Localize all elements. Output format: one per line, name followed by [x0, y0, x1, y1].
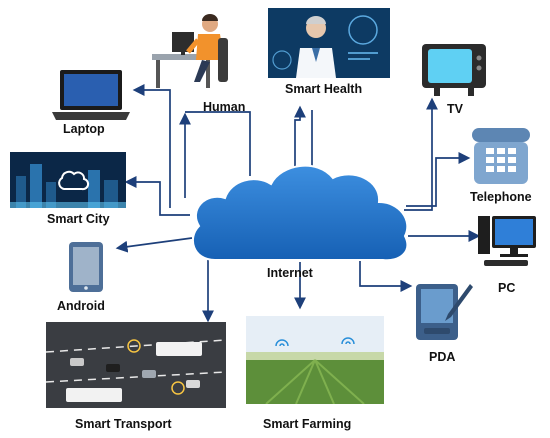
tv-label: TV — [447, 102, 463, 116]
link-smart-city — [124, 176, 190, 216]
link-pda — [359, 255, 413, 292]
pc-label: PC — [498, 281, 516, 295]
android-label: Android — [57, 299, 105, 313]
pda-label: PDA — [429, 350, 456, 364]
human-at-desk-icon — [152, 14, 228, 88]
farm-field-icon — [246, 316, 384, 404]
telephone-icon — [472, 128, 530, 184]
link-tv — [404, 97, 438, 211]
doctor-icon — [268, 8, 390, 78]
city-icon — [10, 152, 126, 208]
telephone-label: Telephone — [470, 190, 532, 204]
pda-icon — [416, 284, 473, 340]
laptop-icon — [52, 70, 130, 120]
smart-city-label: Smart City — [47, 212, 110, 226]
human-label: Human — [203, 100, 246, 114]
smart-transport-label: Smart Transport — [75, 417, 172, 431]
link-android — [115, 237, 193, 253]
internet-label: Internet — [267, 266, 313, 280]
internet-cloud-icon — [191, 164, 409, 262]
link-human-2 — [185, 111, 251, 176]
smart-farming-label: Smart Farming — [263, 417, 352, 431]
traffic-icon — [46, 322, 226, 408]
smart-health-label: Smart Health — [285, 82, 363, 96]
link-laptop — [132, 84, 171, 208]
link-smart-health-2 — [294, 105, 306, 175]
tv-icon — [422, 44, 486, 96]
smartphone-icon — [69, 242, 103, 292]
laptop-label: Laptop — [63, 122, 105, 136]
desktop-pc-icon — [478, 216, 536, 266]
link-telephone — [406, 152, 471, 207]
